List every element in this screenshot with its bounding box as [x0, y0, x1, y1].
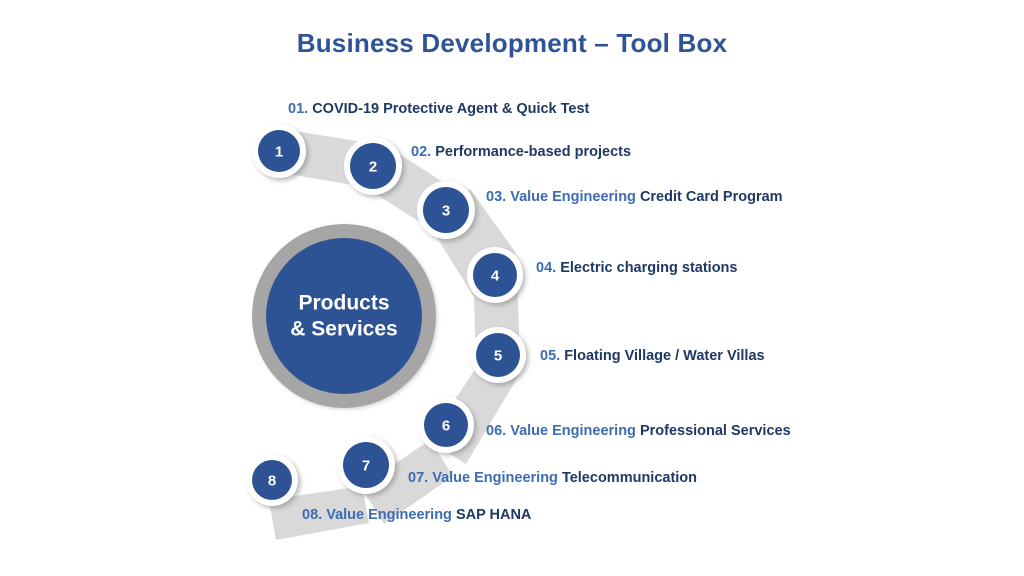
list-item-02[interactable]: 02. Performance-based projects [411, 144, 631, 160]
list-item-06-label: Professional Services [639, 423, 791, 439]
node-6[interactable] [418, 397, 474, 453]
list-item-04[interactable]: 04. Electric charging stations [536, 260, 737, 276]
page-title: Business Development – Tool Box [296, 28, 728, 58]
node-7[interactable] [337, 436, 395, 494]
list-item-06-index: 06. [486, 423, 507, 439]
list-item-02-label: Performance-based projects [435, 144, 632, 160]
list-item-07-label: Telecommunication [561, 470, 698, 486]
list-item-08-index: 08. [302, 507, 323, 523]
list-item-05-index: 05. [540, 348, 561, 364]
connector-7-8 [269, 486, 369, 540]
list-item-03-index: 03. [486, 189, 507, 205]
node-4[interactable] [467, 247, 523, 303]
numbered-nodes [246, 124, 526, 506]
list-item-08-label: SAP HANA [455, 507, 532, 523]
list-item-07-accent: Value Engineering [432, 470, 558, 486]
hub-circle[interactable] [252, 224, 436, 408]
list-item-01-label: COVID-19 Protective Agent & Quick Test [312, 101, 590, 117]
list-item-06[interactable]: 06. Value Engineering Professional Servi… [486, 423, 791, 439]
list-item-03-accent: Value Engineering [510, 189, 636, 205]
list-item-01-index: 01. [288, 101, 309, 117]
list-item-07[interactable]: 07. Value Engineering Telecommunication [408, 470, 697, 486]
list-item-02-index: 02. [411, 144, 432, 160]
list-item-07-index: 07. [408, 470, 429, 486]
connector-6-7 [361, 440, 453, 524]
list-item-03-label: Credit Card Program [639, 189, 783, 205]
list-item-04-index: 04. [536, 260, 557, 276]
list-item-04-label: Electric charging stations [560, 260, 738, 276]
list-item-05[interactable]: 05. Floating Village / Water Villas [540, 348, 765, 364]
list-item-03[interactable]: 03. Value Engineering Credit Card Progra… [486, 189, 783, 205]
node-3[interactable] [417, 181, 475, 239]
node-8[interactable] [246, 454, 298, 506]
node-2[interactable] [344, 137, 402, 195]
list-item-05-label: Floating Village / Water Villas [564, 348, 765, 364]
list-item-06-accent: Value Engineering [510, 423, 636, 439]
list-item-08[interactable]: 08. Value Engineering SAP HANA [302, 507, 531, 523]
list-item-08-accent: Value Engineering [326, 507, 452, 523]
node-5[interactable] [470, 327, 526, 383]
list-item-01[interactable]: 01. COVID-19 Protective Agent & Quick Te… [288, 101, 589, 117]
node-1[interactable] [252, 124, 306, 178]
